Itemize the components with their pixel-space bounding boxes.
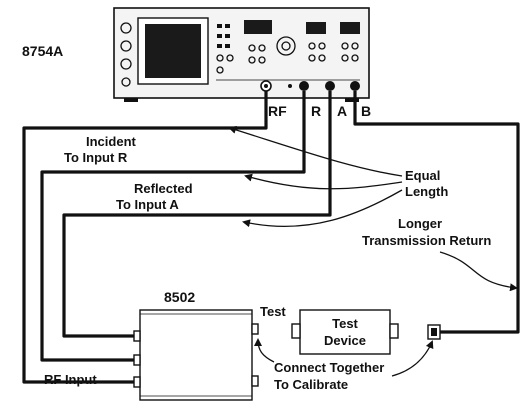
- analyzer-r-port[interactable]: [299, 81, 309, 91]
- cable-incident-to-r: [40, 91, 306, 362]
- test-set-model-label: 8502: [164, 289, 195, 305]
- test-set-aux-port[interactable]: [251, 375, 259, 387]
- analyzer-misc-controls: [216, 42, 360, 81]
- test-set-8502: [133, 309, 259, 401]
- return-cable-connector[interactable]: [427, 324, 441, 340]
- analyzer-display-3: [340, 22, 360, 34]
- reflected-label-line1: Reflected: [134, 181, 193, 196]
- test-device-right-connector[interactable]: [389, 323, 399, 339]
- analyzer-display-2: [306, 22, 326, 34]
- analyzer-crt-screen: [145, 24, 201, 78]
- cable-rf-to-rf-input: [22, 91, 268, 384]
- port-label-b: B: [361, 103, 371, 119]
- analyzer-main-knob: [276, 36, 296, 56]
- port-label-a: A: [337, 103, 347, 119]
- test-device-left-connector[interactable]: [291, 323, 301, 339]
- equal-length-arrow-middle: [244, 173, 403, 190]
- test-set-body: [139, 309, 253, 401]
- reflected-label-line2: To Input A: [116, 197, 179, 212]
- test-device-box: [299, 309, 391, 355]
- equal-length-label-line1: Equal: [405, 168, 440, 183]
- analyzer-display-1: [244, 20, 272, 34]
- test-port-label: Test: [260, 304, 286, 319]
- longer-return-arrow: [439, 251, 518, 292]
- test-device-label-line1: Test: [332, 316, 358, 331]
- longer-return-label-line2: Transmission Return: [362, 233, 491, 248]
- test-set-reflected-port[interactable]: [133, 330, 141, 342]
- analyzer-left-knobs: [120, 22, 132, 87]
- port-label-r: R: [311, 103, 321, 119]
- equal-length-arrow-upper: [228, 125, 403, 177]
- calibrate-label-line1: Connect Together: [274, 360, 384, 375]
- analyzer-indicator-dot: [288, 84, 292, 88]
- network-analyzer-8754a: [113, 7, 370, 102]
- analyzer-a-port[interactable]: [325, 81, 335, 91]
- test-set-test-port[interactable]: [251, 323, 259, 335]
- test-device-label-line2: Device: [324, 333, 366, 348]
- calibrate-arrow-right: [391, 340, 434, 377]
- analyzer-foot-left: [124, 98, 138, 102]
- calibrate-arrow-left: [254, 338, 275, 363]
- port-label-rf: RF: [268, 103, 287, 119]
- cable-transmission-return-b: [353, 91, 520, 334]
- incident-label-line1: Incident: [86, 134, 137, 149]
- equal-length-label-line2: Length: [405, 184, 448, 199]
- rf-input-label: RF Input: [44, 372, 97, 387]
- analyzer-b-port[interactable]: [350, 81, 360, 91]
- analyzer-foot-right: [345, 98, 359, 102]
- analyzer-button-block: [216, 24, 234, 74]
- cable-reflected-to-a: [62, 91, 332, 338]
- incident-label-line2: To Input R: [64, 150, 128, 165]
- test-set-incident-port[interactable]: [133, 354, 141, 366]
- test-set-rf-input-port[interactable]: [133, 376, 141, 388]
- longer-return-label-line1: Longer: [398, 216, 442, 231]
- calibrate-label-line2: To Calibrate: [274, 377, 348, 392]
- analyzer-rf-port[interactable]: [260, 80, 272, 92]
- equal-length-arrow-lower: [242, 189, 403, 228]
- test-device: [291, 309, 399, 355]
- analyzer-model-label: 8754A: [22, 43, 63, 59]
